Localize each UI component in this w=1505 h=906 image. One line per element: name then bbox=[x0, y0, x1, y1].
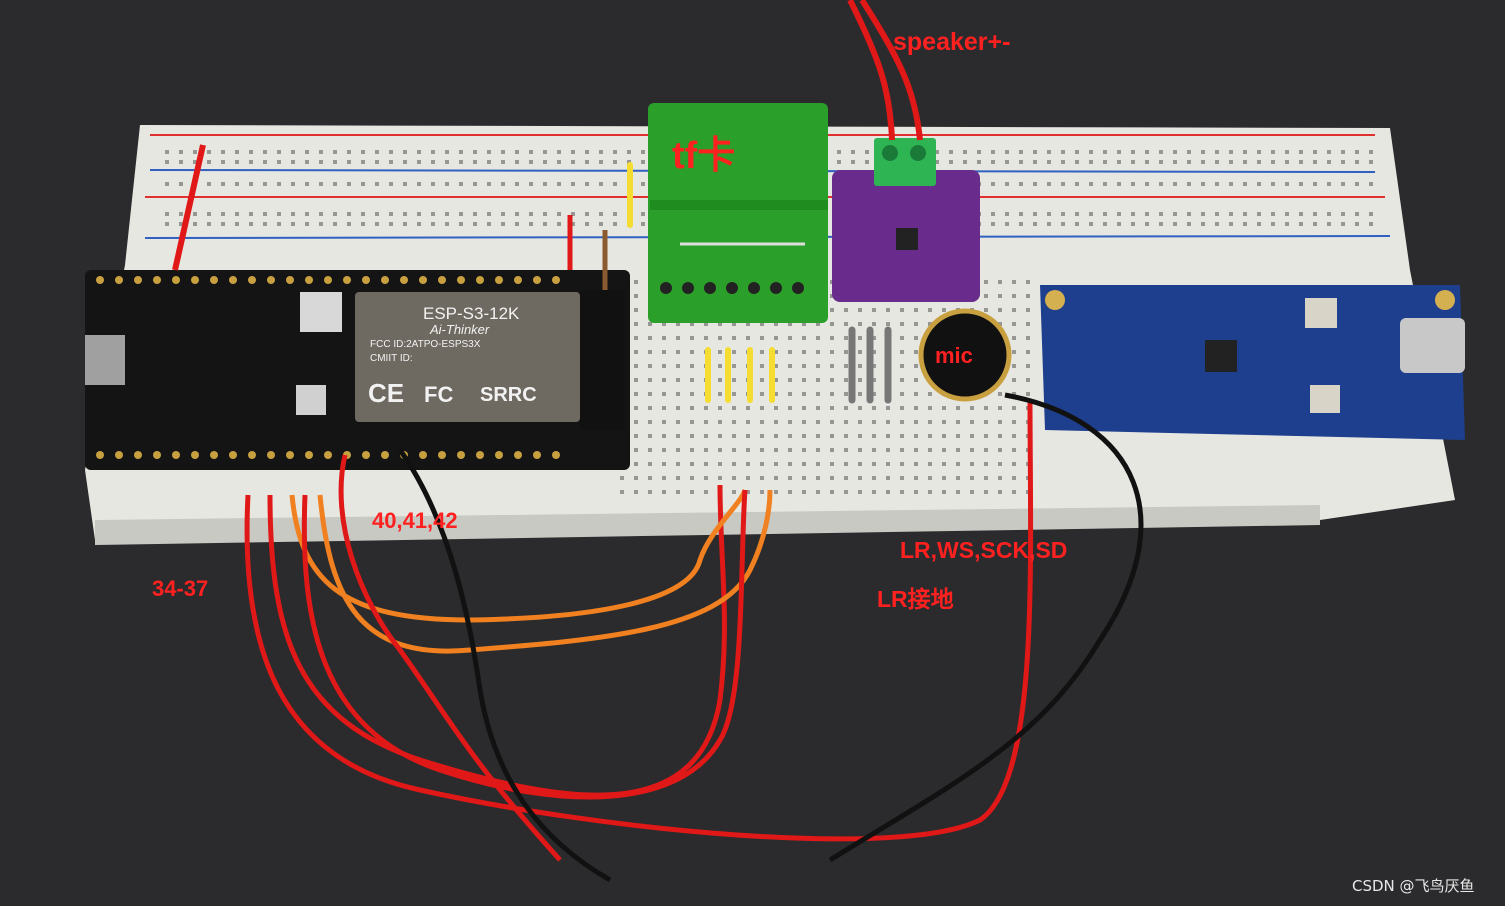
mic-module bbox=[918, 308, 1012, 402]
terminal-block bbox=[874, 138, 936, 186]
ce-mark: CE bbox=[368, 378, 405, 408]
sd-card-board bbox=[648, 103, 828, 323]
side-header bbox=[580, 290, 625, 430]
srrc-mark: SRRC bbox=[480, 384, 537, 406]
pins-40-42-annotation: 40,41,42 bbox=[372, 508, 458, 533]
watermark: CSDN @飞鸟厌鱼 bbox=[1352, 877, 1475, 895]
power-jumper bbox=[172, 144, 206, 271]
tf-card-annotation: tf卡 bbox=[672, 135, 736, 177]
module-title: ESP-S3-12K bbox=[423, 304, 520, 323]
speaker-annotation: speaker+- bbox=[893, 28, 1011, 56]
yellow-jumpers bbox=[627, 162, 775, 403]
esp-pins bbox=[96, 276, 560, 459]
breadboard-edge bbox=[95, 505, 1320, 545]
module-fcc-id: FCC ID:2ATPO-ESPS3X bbox=[370, 339, 481, 350]
module-brand: Ai-Thinker bbox=[430, 322, 490, 337]
speaker-wire-2 bbox=[859, 0, 923, 141]
sd-header-pins bbox=[660, 282, 804, 294]
esp-module bbox=[355, 292, 580, 422]
usb-port bbox=[85, 335, 125, 385]
i2s-signals-annotation: LR,WS,SCK,SD bbox=[900, 537, 1068, 563]
hookup-wires bbox=[244, 392, 1144, 883]
speaker-wire-1 bbox=[847, 0, 895, 141]
rp2040-board bbox=[1040, 285, 1465, 440]
lr-ground-annotation: LR接地 bbox=[877, 586, 954, 612]
module-cmiit-id: CMIIT ID: bbox=[370, 353, 413, 364]
mic-annotation: mic bbox=[935, 343, 973, 368]
grey-jumpers bbox=[848, 326, 892, 404]
usb-c-port bbox=[1400, 318, 1465, 373]
pins-34-37-annotation: 34-37 bbox=[152, 576, 209, 601]
fc-mark: FC bbox=[424, 382, 454, 407]
